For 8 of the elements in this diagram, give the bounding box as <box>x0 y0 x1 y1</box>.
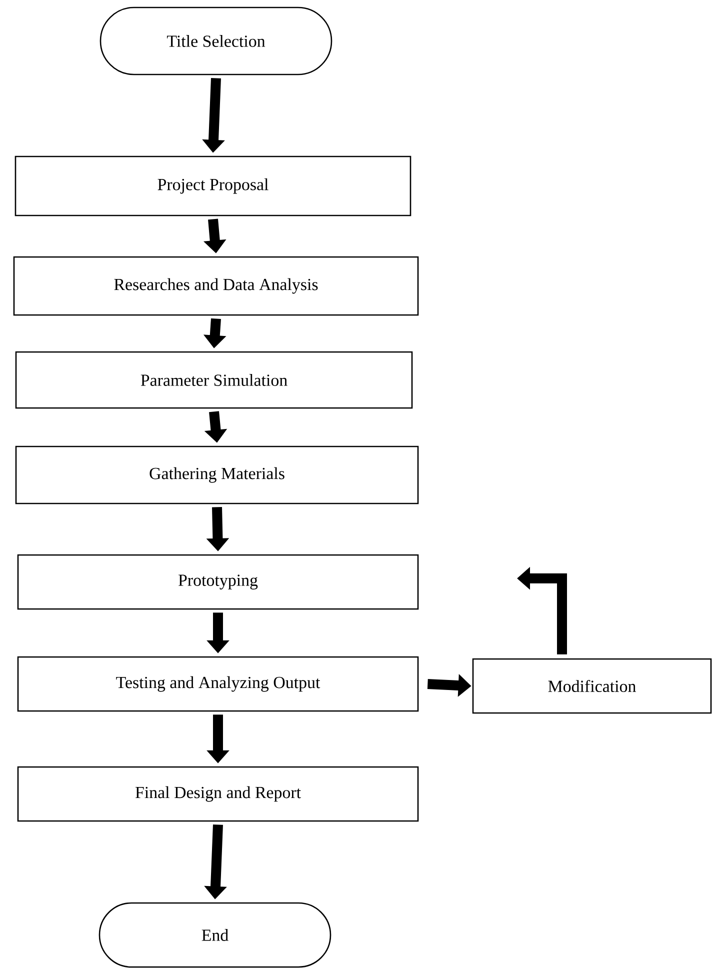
process-box: Researches and Data Analysis <box>13 256 419 316</box>
process-box: Parameter Simulation <box>15 351 413 409</box>
process-box: Prototyping <box>17 554 419 610</box>
process-box: Gathering Materials <box>15 446 419 504</box>
process-box: Final Design and Report <box>17 766 419 822</box>
process-box: Project Proposal <box>14 156 412 216</box>
process-box: Modification <box>472 658 712 714</box>
process-box: Testing and Analyzing Output <box>17 656 419 712</box>
